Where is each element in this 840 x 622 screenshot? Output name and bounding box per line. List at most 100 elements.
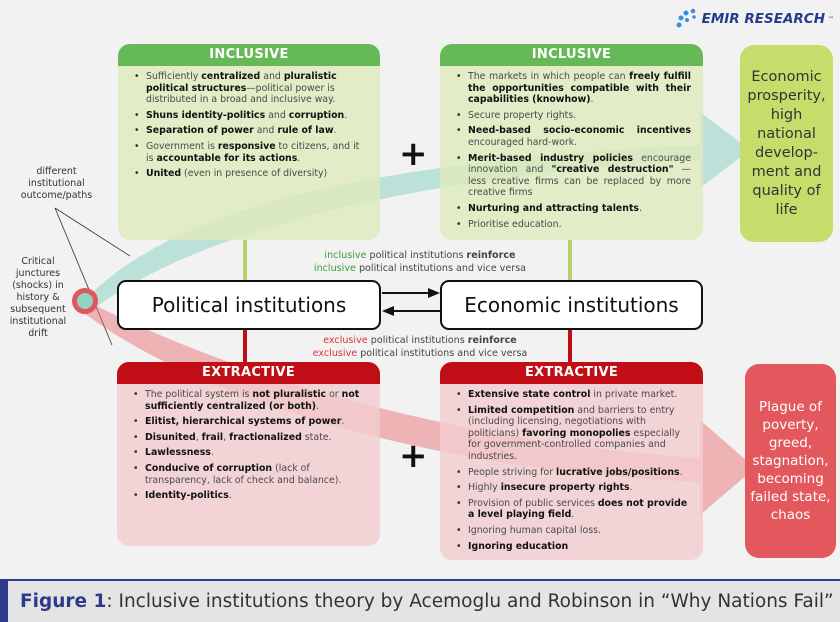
bullet-item: Need-based socio-economic incentives enc…: [456, 125, 691, 148]
text-segment: encourage innovation and: [468, 152, 692, 176]
bullet-item: The markets in which people can freely f…: [456, 71, 691, 106]
keyword-text: exclusive: [312, 348, 358, 359]
bullet-item: Sufficiently centralized and pluralistic…: [134, 71, 368, 106]
bullet-item: Ignoring education: [456, 541, 691, 553]
bullet-item: Limited competition and barriers to entr…: [456, 405, 691, 463]
text-segment: political institutions: [366, 250, 467, 261]
bold-text: fractionalized: [229, 431, 302, 443]
text-segment: —political power is distributed in a bro…: [146, 82, 336, 106]
text-segment: political institutions: [367, 335, 468, 346]
text-segment: and: [265, 109, 289, 121]
logo-text: EMIR RESEARCH: [701, 11, 825, 27]
bullet-list: Extensive state control in private marke…: [440, 384, 703, 552]
text-segment: to citizens, and it is: [146, 140, 360, 164]
link-line: exclusive political institutions and vic…: [280, 347, 560, 360]
bold-text: frail: [201, 431, 224, 443]
text-segment: and: [260, 71, 284, 82]
economic-institutions-box: Economic institutions: [440, 280, 703, 330]
text-segment: political institutions and vice versa: [355, 263, 527, 274]
bullet-item: Merit-based industry policies encourage …: [456, 153, 691, 199]
text-segment: Sufficiently: [146, 71, 202, 82]
text-segment: The markets in which people can: [468, 71, 630, 82]
text-segment: .: [341, 416, 345, 428]
bold-text: "creative destruction": [551, 164, 674, 176]
bullet-item: Secure property rights.: [456, 110, 691, 122]
bullet-item: Separation of power and rule of law.: [134, 125, 368, 137]
text-segment: .: [639, 202, 643, 214]
bullet-item: Government is responsive to citizens, an…: [134, 141, 368, 164]
trademark: ™: [828, 15, 834, 23]
plus-sign: +: [399, 134, 428, 174]
text-segment: (even in presence of diversity): [181, 168, 328, 180]
political-institutions-box: Political institutions: [117, 280, 381, 330]
economic-extractive-box: EXTRACTIVE Extensive state control in pr…: [440, 362, 703, 560]
bullet-list: The political system is not pluralistic …: [117, 384, 380, 502]
bold-text: Lawlessness: [145, 447, 211, 459]
link-line: inclusive political institutions and vic…: [280, 262, 560, 275]
plague-text: Plague of poverty, greed, stagnation, be…: [750, 399, 831, 523]
bold-text: Identity-politics: [145, 490, 229, 502]
text-segment: .: [571, 509, 575, 521]
link-line: inclusive political institutions reinfor…: [280, 249, 560, 262]
bold-text: not sufficiently centralized (or both): [145, 389, 360, 412]
bullet-item: Ignoring human capital loss.: [456, 525, 691, 537]
bold-text: Need-based socio-economic incentives: [468, 125, 691, 137]
text-segment: encouraged hard-work.: [468, 136, 578, 148]
bold-text: freely fulfill the opportunities compati…: [468, 71, 691, 106]
arrow-left-head: [382, 306, 394, 316]
bold-text: insecure property rights: [500, 482, 630, 494]
bullet-item: Prioritise education.: [456, 219, 691, 231]
bold-text: Separation of power: [146, 125, 254, 137]
text-segment: especially for government-controlled com…: [468, 427, 681, 462]
bold-text: Conducive of corruption: [145, 462, 273, 474]
bold-text: reinforce: [467, 335, 517, 346]
bold-text: Disunited: [145, 431, 196, 443]
box-header: EXTRACTIVE: [440, 362, 703, 384]
bullet-list: The markets in which people can freely f…: [440, 66, 703, 230]
text-segment: ,: [223, 431, 230, 443]
bullet-item: Shuns identity-politics and corruption.: [134, 110, 368, 122]
text-segment: (lack of transparency, lack of check and…: [145, 462, 342, 486]
pointer-line: [54, 207, 131, 257]
bullet-item: Highly insecure property rights.: [456, 482, 691, 494]
bullet-item: People striving for lucrative jobs/posit…: [456, 467, 691, 479]
text-segment: People striving for: [468, 466, 557, 478]
text-segment: Secure property rights.: [468, 109, 577, 121]
figure-caption: Figure 1: Inclusive institutions theory …: [0, 579, 840, 622]
bullet-item: Elitist, hierarchical systems of power.: [133, 416, 368, 428]
figure-label: Figure 1: [20, 591, 107, 612]
junctures-note: Critical junctures (shocks) in history &…: [9, 256, 67, 339]
bullet-item: Extensive state control in private marke…: [456, 389, 691, 401]
text-segment: .: [679, 466, 683, 478]
text-segment: state.: [301, 431, 332, 443]
bold-text: accountable for its actions: [156, 152, 298, 164]
arrow-right-head: [428, 288, 440, 298]
bold-text: Limited competition: [468, 404, 575, 416]
bold-text: favoring monopolies: [522, 427, 631, 439]
text-segment: political institutions and vice versa: [357, 348, 528, 359]
paths-note: different institutional outcome/paths: [20, 166, 93, 201]
text-segment: or: [326, 389, 342, 400]
bullet-item: Nurturing and attracting talents.: [456, 203, 691, 215]
text-segment: in private market.: [590, 389, 678, 400]
bullet-item: United (even in presence of diversity): [134, 168, 368, 180]
prosperity-outcome-box: Economic prosperity, high national devel…: [740, 45, 833, 242]
logo-dots-icon: [676, 8, 696, 28]
text-segment: .: [629, 482, 633, 494]
bullet-item: Lawlessness.: [133, 447, 368, 459]
bold-text: reinforce: [466, 250, 516, 261]
text-segment: Prioritise education.: [468, 218, 562, 230]
bold-text: lucrative jobs/positions: [556, 466, 680, 478]
bold-text: corruption: [288, 109, 345, 121]
keyword-text: exclusive: [323, 335, 368, 346]
bold-text: United: [146, 168, 182, 180]
bold-text: Ignoring education: [468, 540, 569, 552]
political-extractive-box: EXTRACTIVE The political system is not p…: [117, 362, 380, 546]
bold-text: Elitist, hierarchical systems of power: [145, 416, 342, 428]
keyword-text: inclusive: [313, 263, 356, 274]
bold-text: Merit-based industry policies: [468, 152, 633, 164]
bold-text: does not provide a level playing field: [468, 497, 688, 521]
bullet-item: Provision of public services does not pr…: [456, 498, 691, 521]
plague-outcome-box: Plague of poverty, greed, stagnation, be…: [745, 364, 836, 558]
